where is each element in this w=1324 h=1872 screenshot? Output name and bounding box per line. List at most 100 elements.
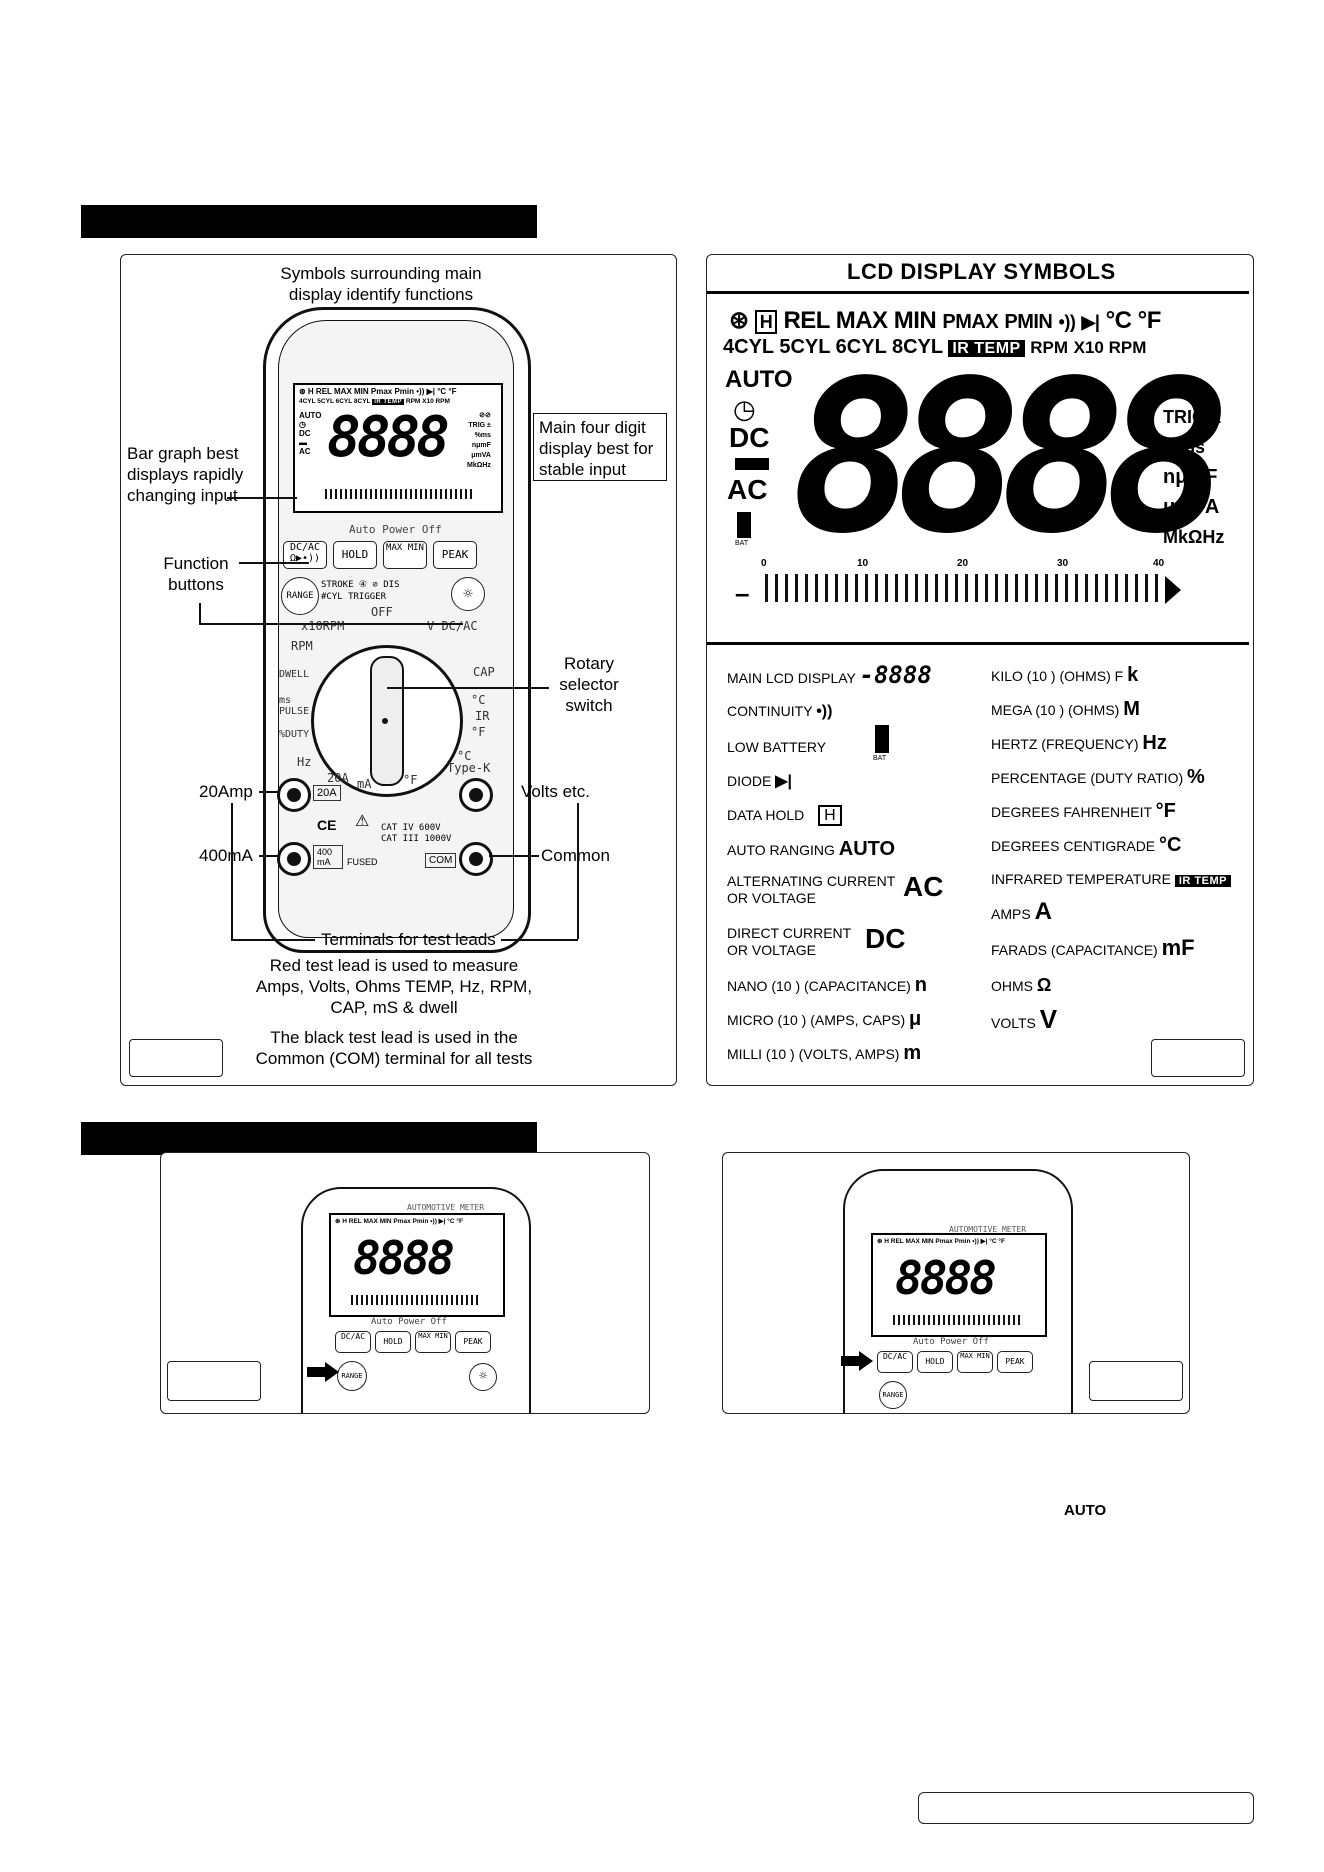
hold-icon: H — [754, 310, 778, 334]
rotary-leader — [387, 687, 549, 689]
percent-ms-symbol: %ms — [1163, 437, 1206, 457]
range-button[interactable]: RANGE — [281, 577, 319, 615]
sym-dc: DIRECT CURRENT OR VOLTAGE — [727, 925, 851, 958]
terminals-bracket-bottom-l — [231, 939, 315, 941]
dial-f-ir: °F — [471, 725, 486, 739]
red-lead-note: Red test lead is used to measure Amps, V… — [255, 956, 533, 1017]
range-fig-maxmin[interactable]: MAX MIN — [415, 1331, 451, 1353]
sym-infrared: INFRARED TEMPERATURE IR TEMP — [991, 871, 1231, 890]
ma400-callout: 400mA — [199, 846, 253, 865]
meter-lcd-digits: 8888 — [327, 405, 450, 470]
meter-diagram-panel: Symbols surrounding main display identif… — [120, 254, 677, 1086]
meter-lcd-row2: 4CYL 5CYL 6CYL 8CYL IR TEMP RPM X10 RPM — [299, 398, 450, 405]
dial-vdcac: V DC/AC — [427, 619, 478, 633]
scale-0: 0 — [761, 558, 767, 569]
dial-duty: %DUTY — [279, 729, 310, 740]
sym-micro: MICRO (10 ) (AMPS, CAPS) μ — [727, 1008, 922, 1030]
range-fig-automotive: AUTOMOTIVE METER — [407, 1203, 485, 1212]
big-lcd-row2: 4CYL 5CYL 6CYL 8CYL IR TEMP RPM X10 RPM — [723, 336, 1147, 358]
dcac-fig-range[interactable]: RANGE — [879, 1381, 907, 1409]
bargraph-minus: – — [735, 578, 750, 608]
big-lcd-row1: ⊛ H REL MAX MIN PMAX PMIN •)) ▶| °C °F — [729, 306, 1161, 335]
peak-button[interactable]: PEAK — [433, 541, 477, 569]
terminals-callout: Terminals for test leads — [321, 930, 496, 949]
terminal-fused-label: FUSED — [347, 857, 378, 867]
sym-main-lcd: MAIN LCD DISPLAY -8888 — [727, 661, 932, 689]
meter-lcd-bargraph — [325, 489, 475, 499]
dial-typek: Type-K — [447, 761, 491, 775]
min-symbol: MIN — [893, 307, 937, 334]
amp20-callout: 20Amp — [199, 782, 253, 801]
figure-number-box-right — [1151, 1039, 1245, 1077]
maxmin-button[interactable]: MAX MIN — [383, 541, 427, 569]
warning-icon: ⚠ — [355, 813, 370, 830]
terminal-400ma[interactable] — [277, 842, 311, 876]
sym-data-hold: DATA HOLD H — [727, 805, 842, 826]
figure-number-box-lower-right — [1089, 1361, 1183, 1401]
dial-f-low: °F — [403, 773, 418, 787]
meter-auto-power-off: Auto Power Off — [349, 523, 442, 536]
dial-cap: CAP — [473, 665, 495, 679]
range-fig-peak[interactable]: PEAK — [455, 1331, 491, 1353]
range-fig-range-button[interactable]: RANGE — [337, 1361, 367, 1391]
range-fig-apo: Auto Power Off — [371, 1317, 447, 1327]
sym-ac-icon: AC — [903, 871, 944, 902]
terminal-20a[interactable] — [277, 778, 311, 812]
terminal-volts[interactable] — [459, 778, 493, 812]
dcac-fig-dcac-button[interactable]: DC/AC — [877, 1351, 913, 1373]
section-header-bar-2 — [81, 1122, 537, 1155]
sym-diode: DIODE ▶| — [727, 773, 793, 790]
dial-x10rpm: x10RPM — [301, 619, 345, 633]
big-lcd-ac: AC — [727, 474, 768, 505]
figure-number-box-left — [129, 1039, 223, 1077]
range-fig-arrowhead — [325, 1362, 339, 1382]
function-buttons-leader-2 — [199, 603, 201, 623]
terminal-com[interactable] — [459, 842, 493, 876]
terminal-20a-label: 20A — [313, 785, 341, 801]
terminal-com-label: COM — [425, 853, 457, 868]
sym-nano: NANO (10 ) (CAPACITANCE) n — [727, 974, 927, 996]
black-lead-note: The black test lead is used in the Commo… — [255, 1028, 533, 1068]
top-caption: Symbols surrounding main display identif… — [280, 264, 482, 304]
scale-20: 20 — [957, 558, 969, 569]
dcac-fig-hold[interactable]: HOLD — [917, 1351, 953, 1373]
dcac-fig-peak[interactable]: PEAK — [997, 1351, 1033, 1373]
big-lcd-auto: AUTO — [725, 366, 793, 393]
big-lcd-digits: 8888 — [791, 335, 1231, 580]
hold-button[interactable]: HOLD — [333, 541, 377, 569]
dial-pulse: ms PULSE — [279, 695, 310, 717]
bat-label: BAT — [735, 540, 749, 547]
scale-30: 30 — [1057, 558, 1069, 569]
big-lcd-dc: DC — [729, 422, 770, 453]
meter-lcd-row1: ⊛ H REL MAX MIN Pmax Pmin •)) ▶| °C °F — [299, 387, 457, 396]
range-fig-dcac[interactable]: DC/AC — [335, 1331, 371, 1353]
terminals-bracket-left — [231, 803, 233, 939]
dcac-fig-apo: Auto Power Off — [913, 1337, 989, 1347]
sym-low-battery: LOW BATTERY — [727, 739, 827, 755]
range-fig-arrow — [307, 1367, 325, 1377]
dial-c-ir: °C — [471, 693, 486, 707]
bargraph-callout: Bar graph best displays rapidly changing… — [127, 444, 244, 505]
sym-kilo: KILO (10 ) (OHMS) F k — [991, 664, 1139, 686]
big-lcd-trig: ⊘ ⊘ TRIG ± %ms nμmF μmVA MkΩHz — [1163, 372, 1224, 552]
function-buttons-leader-3 — [199, 623, 463, 625]
range-fig-backlight[interactable]: ☼ — [469, 1363, 497, 1391]
range-fig-hold[interactable]: HOLD — [375, 1331, 411, 1353]
sym-centigrade: DEGREES CENTIGRADE °C — [991, 834, 1182, 856]
range-fig-lcd-row: ⊛ H REL MAX MIN Pmax Pmin •)) ▶| °C °F — [335, 1218, 463, 1225]
range-fig-bargraph — [351, 1295, 481, 1305]
rotary-dial[interactable] — [311, 645, 463, 797]
terminal-400ma-label: 400 mA — [313, 845, 343, 869]
sym-mega: MEGA (10 ) (OHMS) M — [991, 698, 1140, 720]
low-battery-icon — [875, 725, 889, 753]
sym-farads: FARADS (CAPACITANCE) mF — [991, 935, 1195, 960]
bargraph-arrow — [1165, 576, 1181, 604]
continuity-icon: •)) — [1058, 312, 1076, 332]
rotary-callout: Rotary selector switch — [559, 654, 619, 715]
backlight-button[interactable]: ☼ — [451, 577, 485, 611]
dcac-fig-maxmin[interactable]: MAX MIN — [957, 1351, 993, 1373]
dial-hz: Hz — [297, 755, 312, 769]
big-lcd: ⊛ H REL MAX MIN PMAX PMIN •)) ▶| °C °F 4… — [707, 291, 1249, 645]
dcac-fig-automotive: AUTOMOTIVE METER — [949, 1225, 1027, 1234]
